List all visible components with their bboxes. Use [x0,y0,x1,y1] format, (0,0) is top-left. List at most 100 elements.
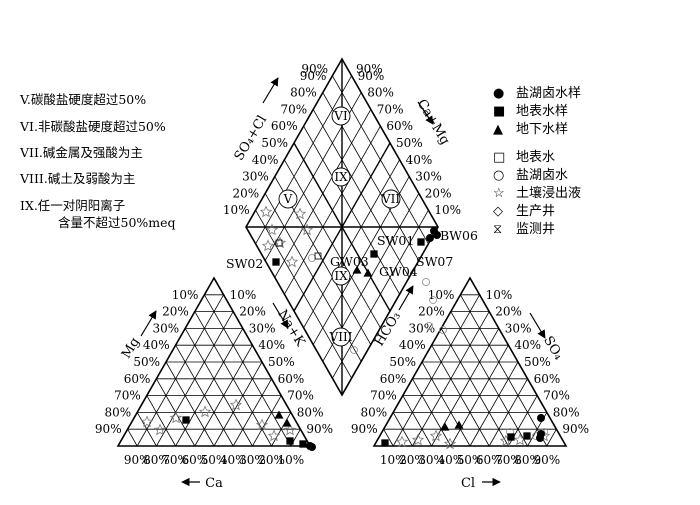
legend-symbol-surface-sample: ■ [493,104,505,119]
cation-triangle-gridline [146,395,176,447]
salt-lake-brine-point [439,326,447,334]
soil-leachate-point [259,205,273,218]
brine-sample-point [432,230,441,239]
cation-right-tick: 20% [239,305,266,319]
soil-leachate-point [293,207,307,220]
legend-label-surface-sample: 地表水样 [516,104,568,119]
brine-sample-point [307,442,316,451]
anion-left-arrow [398,285,414,311]
legend-label-salt-lake-brine: 盐湖卤水 [516,167,568,183]
anion-right-tick: 70% [543,389,570,403]
cation-bottom-axis-label: Ca [205,476,223,491]
grid-lines [127,75,557,447]
legend-label-production-well: 生产井 [516,204,555,219]
diamond-right-tick: 20% [425,186,452,200]
soil-leachate-point [140,415,154,428]
cation-triangle-gridline [175,345,234,447]
groundwater-sample-point [282,418,292,427]
salt-lake-brine-point [422,278,430,286]
anion-bottom-tick: 60% [476,453,503,467]
diamond-left-tick: 40% [252,153,279,167]
zone-circle-vii [381,189,401,209]
diamond-left-tick: 80% [290,86,317,100]
salt-lake-brine-point [308,254,316,262]
cation-left-tick: 50% [133,355,160,369]
soil-leachate-point [285,255,299,268]
diamond-right-tick: 40% [406,153,433,167]
brine-sample-point [537,413,546,422]
cation-triangle-gridline [194,311,272,447]
anion-right-tick: 40% [514,338,541,352]
anion-triangle-gridline [392,294,480,447]
anion-triangle-gridline [469,361,519,447]
surface-water-sample-point [417,238,425,246]
cation-left-tick: 90% [95,422,122,436]
definition-viii: VIII.碱土及弱酸为主 [19,171,135,186]
diamond-left-tick: 90% [300,69,327,83]
soil-leachate-point [153,423,167,436]
anion-bottom-tick: 10% [380,453,407,467]
anion-bottom-tick: 70% [495,453,522,467]
anion-left-tick: 50% [389,355,416,369]
zone-circle-ix-upper [331,167,351,187]
diamond-left-tick: 10% [223,203,250,217]
surface-water-sample-point [182,416,190,424]
sample-label-sw07: SW07 [416,254,453,269]
groundwater-sample-point [352,265,362,274]
cation-left-tick: 20% [162,305,189,319]
soil-leachate-point [261,239,275,252]
soil-leachate-point [198,405,212,418]
zone-label-ix-upper: IX [334,170,348,184]
anion-right-tick: 50% [524,355,551,369]
cation-right-arrow [272,302,289,329]
anion-bottom-tick: 90% [533,453,560,467]
zone-label-vii: VII [381,192,400,206]
diamond-left-tick: 60% [271,119,298,133]
cation-left-tick: 60% [124,372,151,386]
legend-symbol-salt-lake-brine: ○ [493,168,504,183]
diamond-left-tick: 20% [233,186,260,200]
legend: ● 盐湖卤水样 ■ 地表水样 ▲ 地下水样 □ 地表水 ○ 盐湖卤水 ☆ 土壤浸… [493,85,581,237]
zone-circle-v [278,189,298,209]
cation-left-tick: 30% [153,321,180,335]
diamond-right-tick: 80% [367,86,394,100]
cation-triangle-gridline [156,378,196,447]
definition-vi: VI.非碳酸盐硬度超过50% [19,119,166,134]
anion-bottom-tick: 30% [418,453,445,467]
legend-symbol-groundwater-sample: ▲ [493,122,503,137]
soil-leachate-point [267,429,281,442]
sample-labels: BW06 SW01 SW07 SW02 GW03 GW04 [226,228,478,279]
soil-leachate-point [395,435,409,448]
zone-label-ix-lower: IX [334,269,348,283]
surface-water-sample-point [272,258,280,266]
anion-right-tick: 20% [495,305,522,319]
diamond-left-tick: 50% [261,136,288,150]
cation-triangle-gridline [136,412,157,447]
anion-left-tick: 60% [380,372,407,386]
anion-left-tick: 30% [409,321,436,335]
cation-bottom-tick: 90% [124,453,151,467]
diamond-right-arrow [417,101,434,125]
anion-triangle-gridline [412,378,452,447]
anion-triangle-gridline [431,345,490,447]
cation-triangle-gridline [204,294,292,447]
diamond-left-tick: 70% [281,102,308,116]
anion-triangle-gridline [440,328,509,447]
anion-left-tick: 90% [351,422,378,436]
diamond-left-tick: 30% [242,170,269,184]
anion-right-tick: 10% [486,288,513,302]
cation-right-tick: 30% [249,321,276,335]
diamond-zone-line [293,142,391,312]
zone-label-vi: VI [333,109,348,123]
zone-circle-vi [331,106,351,126]
cation-left-tick: 70% [114,389,141,403]
cation-triangle-gridline [127,429,138,447]
anion-triangle-gridline [421,361,471,447]
legend-label-groundwater-sample: 地下水样 [516,122,568,137]
cation-right-tick: 80% [297,405,324,419]
brine-sample-point [425,233,434,242]
anion-triangle-gridline [450,311,528,447]
soil-leachate-point [283,423,297,436]
definition-vii: VII.碱金属及强酸为主 [19,145,143,160]
